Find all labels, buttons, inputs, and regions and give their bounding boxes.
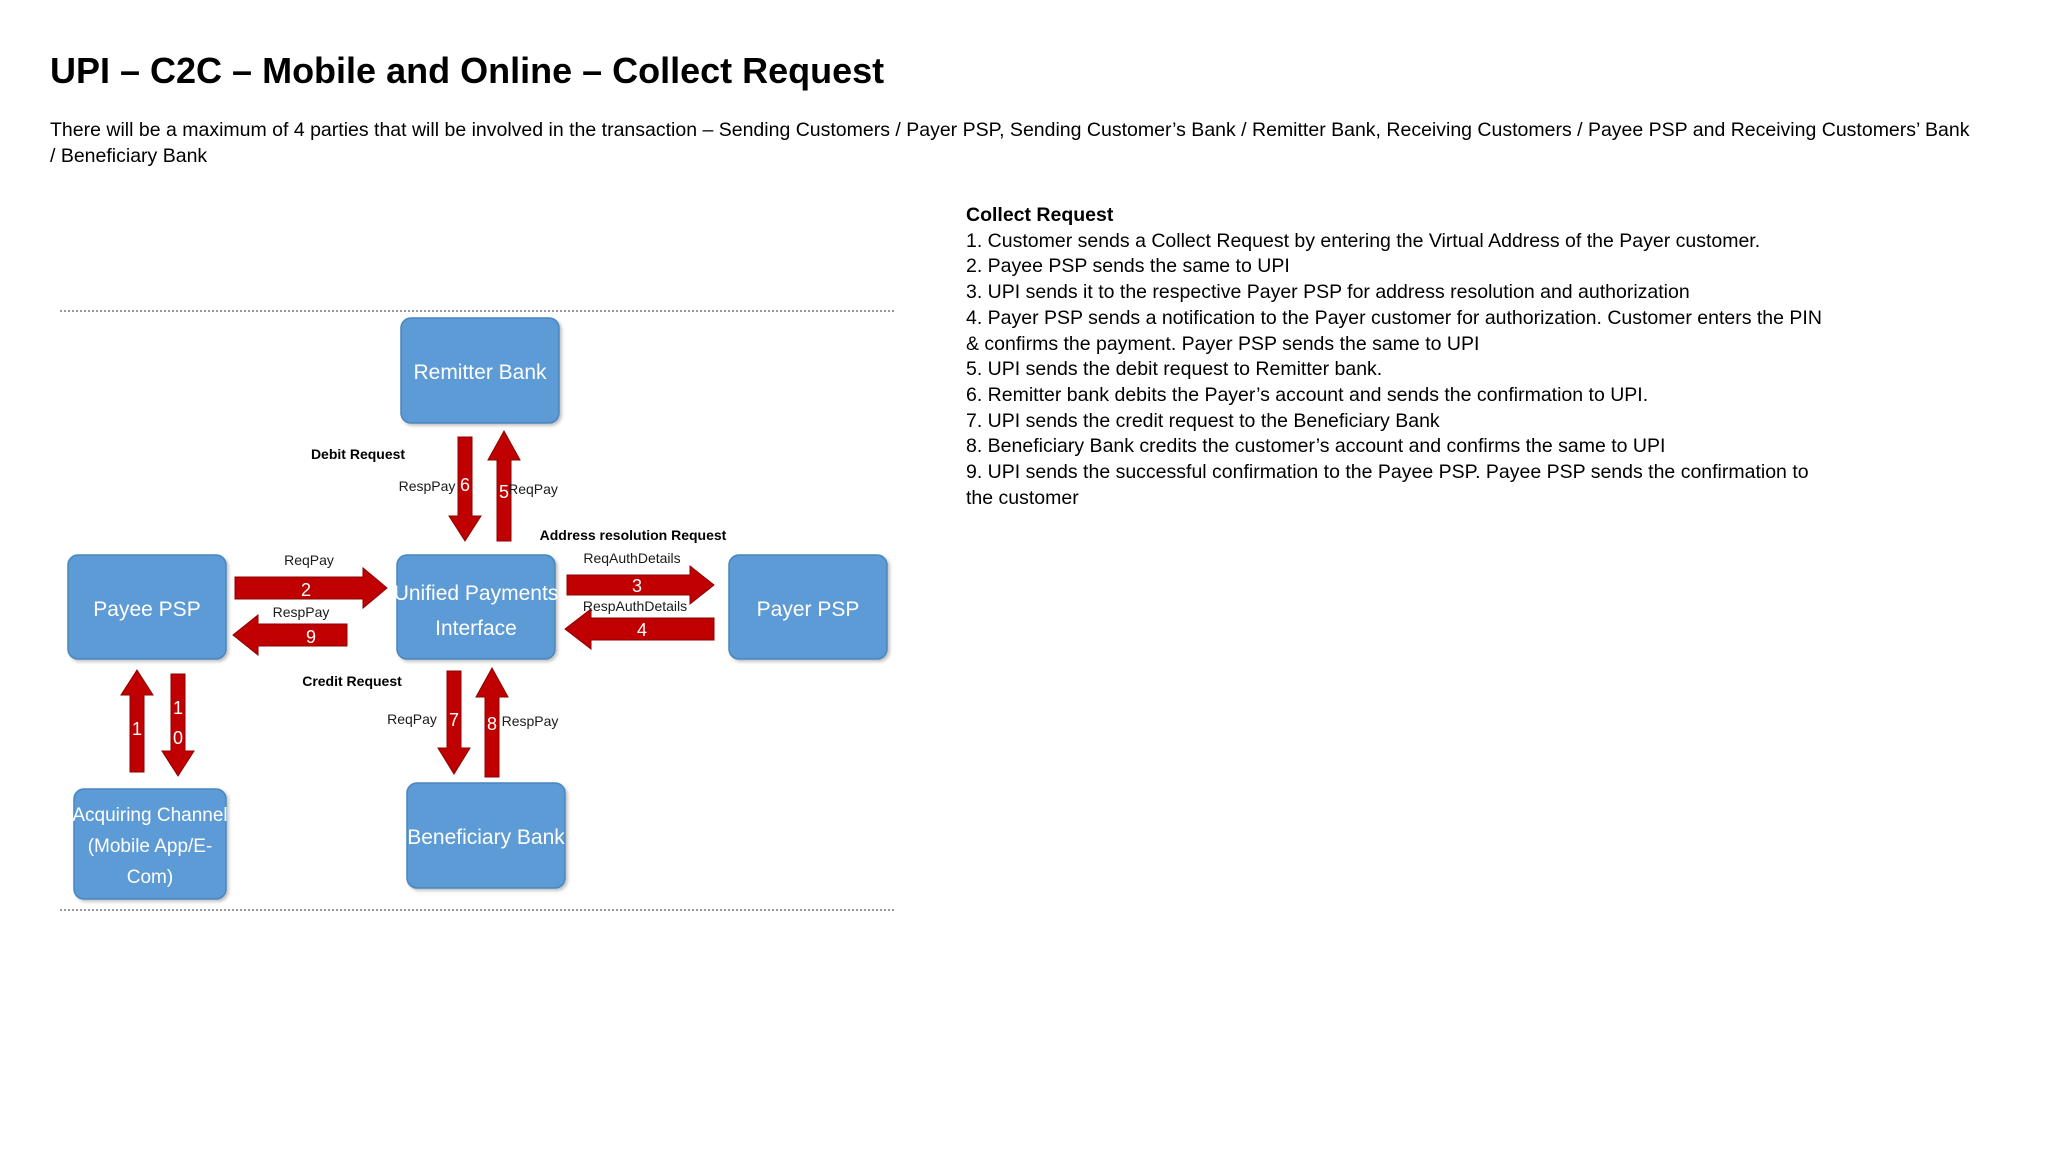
acquiring-label-line2: (Mobile App/E- [88, 836, 213, 857]
intro-paragraph: There will be a maximum of 4 parties tha… [50, 119, 1970, 167]
upi-label-line1: Unified Payments [394, 582, 559, 605]
arrow-1-number: 1 [132, 719, 142, 739]
resp-pay-6-label: RespPay [399, 478, 456, 494]
step-item: 5. UPI sends the debit request to Remitt… [966, 358, 1383, 381]
debit-request-label: Debit Request [311, 446, 405, 462]
beneficiary-bank-box [406, 782, 566, 889]
step-item: 6. Remitter bank debits the Payer’s acco… [966, 383, 1649, 406]
step-item: 4. Payer PSP sends a notification to the… [966, 306, 1822, 355]
arrow-5-number: 5 [499, 482, 509, 502]
arrow-10-down [161, 673, 195, 777]
acquiring-label-line1: Acquiring Channel [72, 805, 227, 826]
step-item: 7. UPI sends the credit request to the B… [966, 409, 1440, 432]
acquiring-label-line3: Com) [127, 867, 173, 888]
resp-pay-9-label: RespPay [273, 604, 330, 620]
beneficiary-bank-label: Beneficiary Bank [407, 826, 565, 849]
step-item: 2. Payee PSP sends the same to UPI [966, 255, 1290, 278]
payee-psp-box [67, 554, 227, 660]
arrow-4-number: 4 [637, 620, 647, 640]
upi-label-line2: Interface [435, 617, 517, 640]
address-resolution-label: Address resolution Request [540, 527, 727, 543]
acquiring-channel-box [73, 788, 227, 900]
resp-pay-8-label: RespPay [502, 713, 559, 729]
arrow-9-left [232, 613, 348, 657]
arrow-8-up [475, 666, 509, 778]
req-pay-7-label: ReqPay [387, 711, 437, 727]
payer-psp-label: Payer PSP [757, 598, 860, 621]
arrow-2-right [234, 566, 388, 610]
arrow-7-number: 7 [449, 710, 459, 730]
credit-request-label: Credit Request [302, 673, 402, 689]
req-pay-2-label: ReqPay [284, 552, 334, 568]
arrow-8-number: 8 [487, 714, 497, 734]
resp-auth-details-label: RespAuthDetails [583, 598, 687, 614]
remitter-bank-box [400, 317, 560, 424]
collect-request-steps: Collect Request 1. Customer sends a Coll… [966, 203, 1826, 511]
arrow-4-left [564, 607, 715, 651]
arrow-3-number: 3 [632, 576, 642, 596]
arrow-10-number-top: 1 [173, 698, 183, 718]
payer-psp-box [728, 554, 888, 660]
slide-title: UPI – C2C – Mobile and Online – Collect … [50, 50, 885, 91]
req-pay-5-label: ReqPay [508, 481, 558, 497]
arrow-10-number-bottom: 0 [173, 728, 183, 748]
arrow-2-number: 2 [301, 580, 311, 600]
arrow-3-right [566, 564, 715, 606]
arrow-9-number: 9 [306, 627, 316, 647]
arrow-6-down [448, 436, 482, 542]
req-auth-details-label: ReqAuthDetails [583, 550, 680, 566]
upi-flow-diagram: Remitter Bank Unified Payments Interface… [50, 298, 920, 928]
upi-box [396, 554, 556, 660]
arrow-6-number: 6 [460, 475, 470, 495]
steps-list: 1. Customer sends a Collect Request by e… [966, 229, 1826, 512]
remitter-bank-label: Remitter Bank [413, 361, 547, 384]
payee-psp-label: Payee PSP [93, 598, 200, 621]
arrow-7-down [437, 670, 471, 775]
step-item: 1. Customer sends a Collect Request by e… [966, 229, 1761, 252]
step-item: 9. UPI sends the successful confirmation… [966, 461, 1809, 509]
arrow-5-up [487, 429, 521, 542]
arrow-1-up [120, 669, 154, 773]
steps-heading: Collect Request [966, 204, 1114, 226]
step-item: 3. UPI sends it to the respective Payer … [966, 281, 1690, 304]
step-item: 8. Beneficiary Bank credits the customer… [966, 435, 1666, 458]
